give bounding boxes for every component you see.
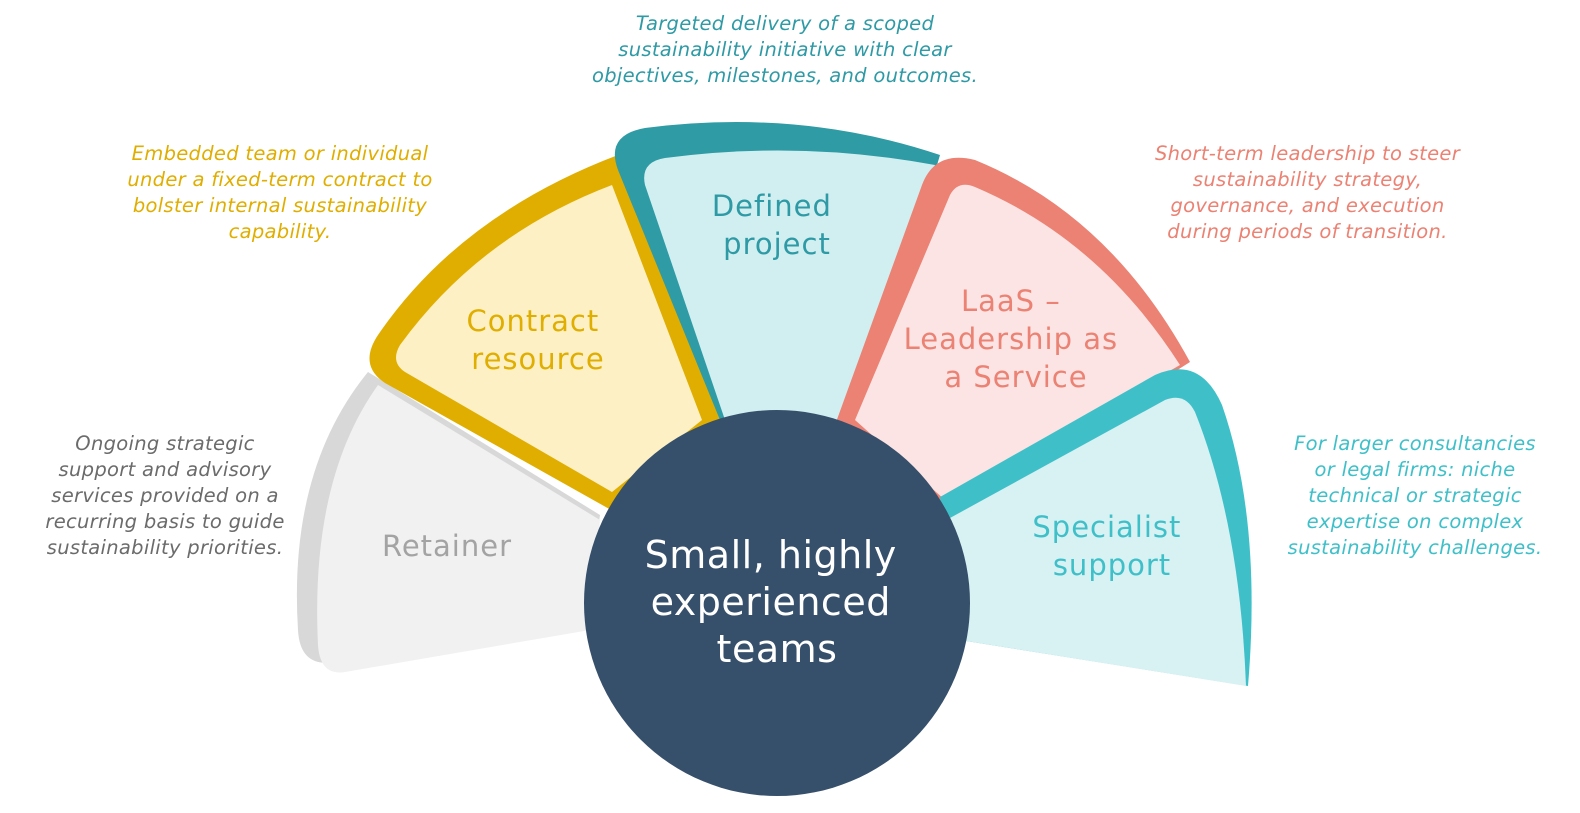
description-laas: Short-term leadership to steer sustainab… — [1125, 141, 1490, 245]
center-circle — [584, 410, 970, 796]
label-line: project — [723, 227, 831, 261]
desc-line: capability. — [228, 220, 332, 243]
desc-line: recurring basis to guide — [45, 510, 285, 533]
desc-line: sustainability priorities. — [46, 536, 284, 559]
label-line: Retainer — [382, 529, 512, 563]
description-contract-resource: Embedded team or individual under a fixe… — [95, 141, 465, 245]
label-line: LaaS – — [961, 284, 1061, 318]
desc-line: Ongoing strategic — [75, 432, 255, 455]
center-label-line: teams — [717, 627, 838, 671]
segment-defined-project-label: Defined project — [712, 189, 842, 261]
desc-line: sustainability strategy, — [1192, 168, 1423, 191]
desc-line: Short-term leadership to steer — [1154, 142, 1461, 165]
desc-line: expertise on complex — [1306, 510, 1524, 533]
center-label-line: Small, highly — [645, 533, 897, 577]
segment-contract-resource-label: Contract resource — [467, 304, 610, 376]
segment-contract-resource-fill — [396, 185, 702, 492]
segment-retainer-label: Retainer — [382, 529, 512, 563]
segment-specialist-support[interactable]: Specialist support — [940, 369, 1252, 686]
label-line: Leadership as — [904, 322, 1119, 356]
label-line: Defined — [712, 189, 832, 223]
segment-retainer[interactable]: Retainer — [296, 372, 600, 673]
description-retainer: Ongoing strategic support and advisory s… — [20, 431, 310, 561]
segment-retainer-fill — [317, 385, 600, 673]
segment-specialist-support-label: Specialist support — [1032, 510, 1191, 582]
desc-line: services provided on a — [51, 484, 279, 507]
label-line: resource — [471, 342, 604, 376]
desc-line: objectives, milestones, and outcomes. — [592, 64, 978, 87]
segment-laas-label: LaaS – Leadership as a Service — [904, 284, 1129, 394]
center-label: Small, highly experienced teams — [645, 533, 910, 671]
desc-line: under a fixed-term contract to — [127, 168, 433, 191]
desc-line: support and advisory — [58, 458, 272, 481]
desc-line: sustainability challenges. — [1287, 536, 1543, 559]
description-defined-project: Targeted delivery of a scoped sustainabi… — [555, 11, 1015, 89]
segment-contract-resource[interactable]: Contract resource — [369, 155, 722, 515]
segment-laas[interactable]: LaaS – Leadership as a Service — [835, 157, 1190, 515]
center-label-line: experienced — [651, 580, 891, 624]
desc-line: governance, and execution — [1170, 194, 1445, 217]
desc-line: during periods of transition. — [1167, 220, 1448, 243]
label-line: a Service — [944, 360, 1087, 394]
desc-line: Embedded team or individual — [131, 142, 429, 165]
center-hub: Small, highly experienced teams — [584, 410, 970, 796]
segment-laas-fill — [855, 184, 1180, 501]
label-line: Specialist — [1032, 510, 1181, 544]
desc-line: bolster internal sustainability — [132, 194, 428, 217]
segment-specialist-support-fill — [950, 397, 1246, 686]
desc-line: or legal firms: niche — [1314, 458, 1516, 481]
desc-line: For larger consultancies — [1294, 432, 1536, 455]
description-specialist-support: For larger consultancies or legal firms:… — [1265, 431, 1565, 561]
label-line: Contract — [467, 304, 600, 338]
desc-line: sustainability initiative with clear — [618, 38, 952, 61]
desc-line: technical or strategic — [1308, 484, 1522, 507]
desc-line: Targeted delivery of a scoped — [635, 12, 935, 35]
label-line: support — [1053, 548, 1171, 582]
